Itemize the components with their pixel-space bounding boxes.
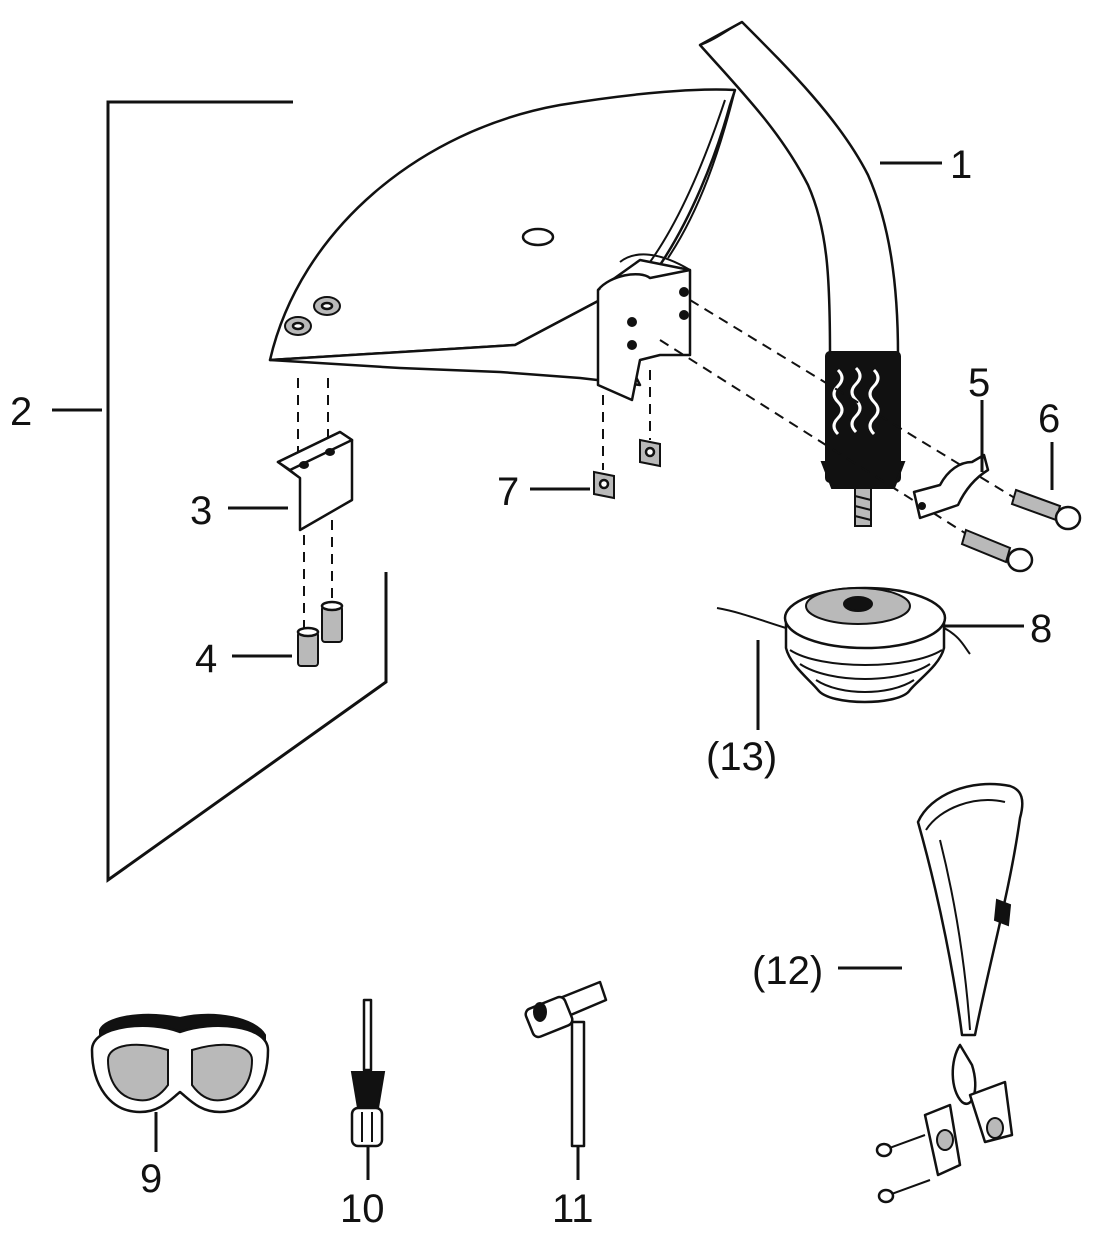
callout-12: (12)	[752, 949, 823, 993]
part-8-trimmer-head	[716, 586, 971, 704]
part-3-angle-bracket	[276, 430, 354, 532]
callout-6: 6	[1038, 397, 1060, 441]
group-2-bracket	[106, 100, 388, 883]
callout-4: 4	[195, 637, 217, 681]
callout-10: 10	[340, 1187, 385, 1231]
callout-7: 7	[497, 470, 519, 514]
leader-lines	[52, 161, 1054, 1180]
part-9-goggles	[90, 1013, 270, 1114]
callout-11: 11	[552, 1187, 594, 1231]
part-4-screws	[296, 600, 344, 667]
part-5-clamp	[912, 453, 990, 520]
part-7-nuts	[593, 438, 661, 500]
callout-9: 9	[140, 1157, 162, 1201]
callout-3: 3	[190, 489, 212, 533]
callout-2: 2	[10, 390, 32, 434]
callout-1: 1	[950, 143, 972, 187]
assembly-lines	[297, 299, 1019, 628]
callout-labels: 1 2 3 4 5 6 7 8 9 10 11 (12) (13)	[10, 143, 1060, 1231]
part-6-bolts	[960, 488, 1082, 573]
part-1-shaft-tube	[698, 20, 906, 527]
callout-5: 5	[968, 361, 990, 405]
part-10-screwdriver	[350, 998, 386, 1148]
callout-13: (13)	[706, 735, 777, 779]
part-2-guard-shield	[268, 88, 737, 402]
part-11-socket-wrench	[524, 980, 608, 1148]
callout-8: 8	[1030, 607, 1052, 651]
part-12-harness	[875, 782, 1024, 1204]
